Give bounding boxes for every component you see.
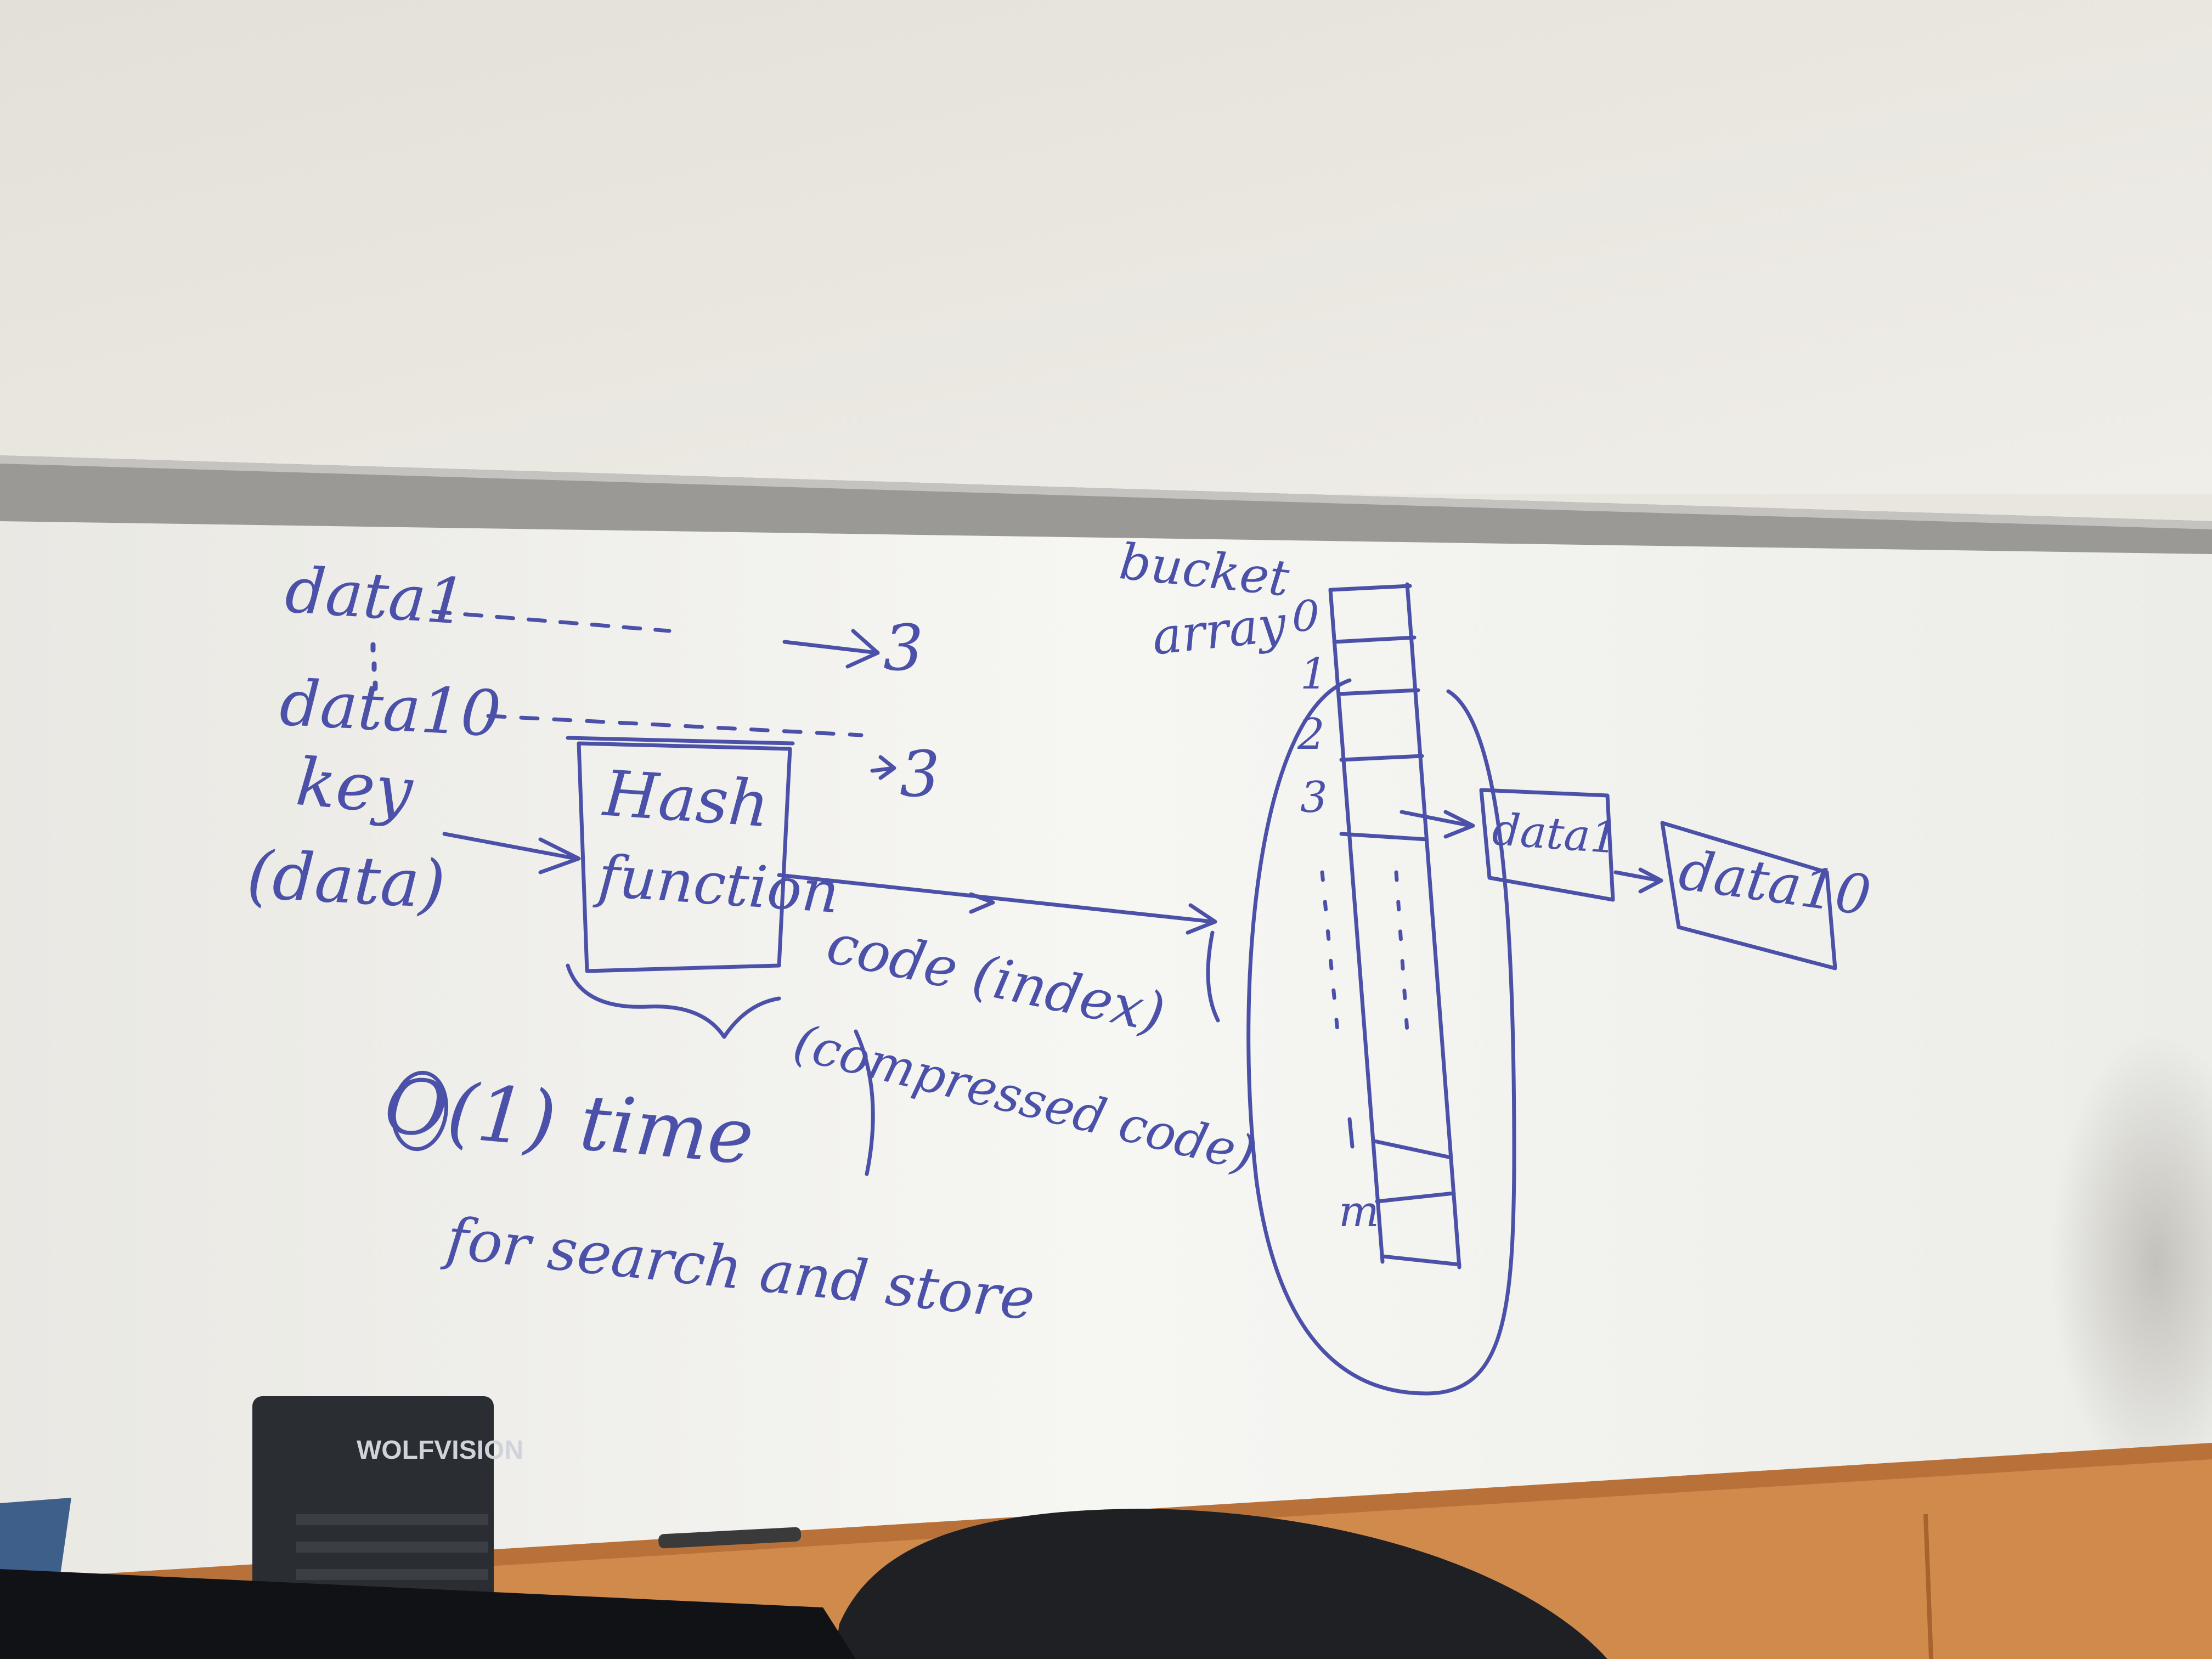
hash-to-bucket-arrow: [777, 873, 1217, 935]
document-camera-grill: [296, 1514, 488, 1525]
hash-box-line2: function: [596, 842, 842, 927]
arrow-head-bottom: [870, 755, 896, 780]
chain-node-1-box: [1479, 788, 1615, 902]
bucket-label-line2: array: [1149, 595, 1289, 667]
bucket-index-2: 2: [1297, 710, 1325, 759]
bucket-index-m: m: [1339, 1187, 1379, 1237]
foreground-bag: [834, 1509, 1607, 1659]
big-o-shape: [391, 1070, 449, 1152]
bucket-slot-m-mid: [1375, 1191, 1456, 1204]
chain-node-2-box: [1660, 821, 1837, 970]
chain-node-1: data1: [1491, 804, 1620, 864]
document-camera-grill: [296, 1569, 488, 1580]
bucket-tick: [1347, 1117, 1355, 1149]
bucket-array-left: [1328, 588, 1385, 1264]
bucket-dots-left: [1320, 870, 1341, 1045]
bucket-index-1: 1: [1300, 650, 1328, 699]
slot3-arrow: [1400, 810, 1475, 839]
cabinet-seam: [1923, 1514, 1933, 1659]
bucket-index-3: 3: [1300, 773, 1328, 822]
key-sub-label: (data): [245, 837, 448, 924]
result-3-bottom: 3: [900, 738, 940, 811]
foreground-desk-items: [0, 1569, 856, 1659]
bucket-slot-m-top: [1372, 1139, 1453, 1160]
whiteboard: [0, 521, 2212, 1591]
document-camera-grill: [296, 1542, 488, 1553]
bucket-slot-1: [1332, 635, 1417, 644]
bracket-compressed: [1206, 930, 1220, 1023]
bucket-array-right: [1405, 582, 1462, 1269]
arrow-head-top: [782, 629, 880, 669]
document-camera-logo: WOLFVISION: [357, 1436, 523, 1465]
hash-box-line1: Hash: [601, 757, 772, 842]
bracket-index: [854, 1029, 875, 1176]
dashed-arrow-top: [431, 610, 672, 633]
result-3-top: 3: [883, 612, 924, 685]
mid-arrow-tick: [969, 892, 995, 914]
key-arrow: [442, 832, 581, 874]
hash-brace: [566, 963, 781, 1039]
bucket-array-ellipse: [1246, 678, 1516, 1396]
chain-arrow: [1613, 867, 1663, 894]
hash-box-top-edge: [566, 736, 795, 746]
dashed-arrow-bottom: [486, 714, 864, 737]
bucket-index-0: 0: [1292, 592, 1319, 641]
data10-label: data10: [278, 666, 503, 752]
bucket-slot-2: [1336, 688, 1420, 696]
whiteboard-rail-highlight: [0, 455, 2212, 529]
vertical-ellipsis: [370, 642, 378, 691]
bucket-slot-3: [1339, 754, 1424, 762]
bucket-slot-4: [1339, 832, 1429, 842]
bucket-slot-0: [1330, 584, 1412, 592]
marker-strokes: [370, 582, 1837, 1396]
wall: [0, 0, 2212, 494]
hash-function-box: [577, 741, 792, 973]
key-label: key: [293, 744, 416, 830]
left-device: [0, 1498, 71, 1580]
marker-on-tray: [658, 1527, 802, 1549]
person-shadow: [2052, 1031, 2212, 1492]
bucket-slot-m-bot: [1380, 1254, 1462, 1267]
data1-label: data1: [283, 553, 469, 640]
